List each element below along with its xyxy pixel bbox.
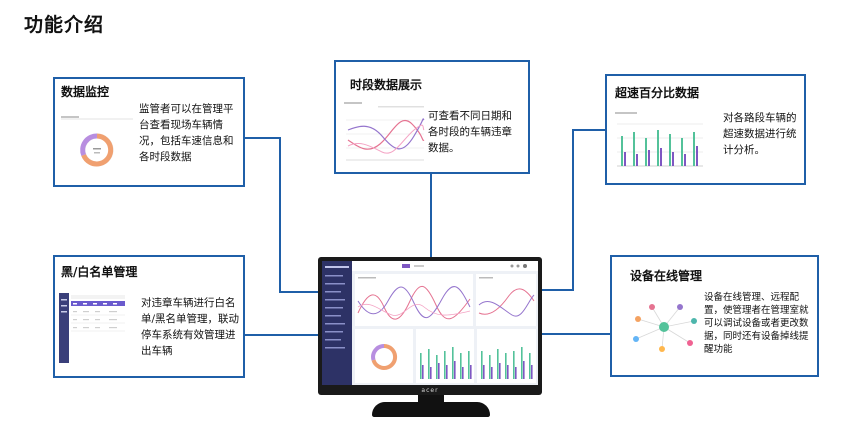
connector-right-top-h2 (541, 289, 574, 291)
page-title: 功能介绍 (24, 14, 105, 36)
connector-left-top-h2 (279, 291, 319, 293)
connector-left-top-v (279, 137, 281, 293)
thumb-bar-chart (613, 108, 705, 176)
monitor-brand-logo: acer (421, 387, 439, 394)
card-blackwhite-list: 黑/白名单管理 对违章车辆进行白名单/黑名单管理，联动停车系统有效管理进出车辆 (53, 255, 245, 378)
connector-right-top-v (572, 129, 574, 291)
card-description: 监管者可以在管理平台查看现场车辆情况，包括车速信息和各时段数据 (139, 103, 234, 163)
connector-right-bottom (541, 333, 611, 335)
thumb-device-network (622, 299, 706, 357)
card-title: 超速百分比数据 (615, 86, 700, 100)
connector-top-stem (430, 172, 432, 258)
thumb-list-table (59, 293, 127, 363)
connector-left-bottom (244, 334, 320, 336)
connector-right-top-h1 (572, 129, 606, 131)
monitor-stand (372, 402, 490, 417)
card-time-period: 时段数据展示 可查看不同日期和各时段的车辆违章数据。 (334, 60, 530, 174)
monitor-display: acer (318, 257, 542, 395)
card-title: 时段数据展示 (350, 78, 423, 92)
card-description: 可查看不同日期和各时段的车辆违章数据。 (428, 110, 512, 154)
dashboard-screen (322, 261, 538, 385)
card-title: 设备在线管理 (630, 269, 703, 283)
monitor-neck (418, 395, 444, 404)
thumb-donut-dashboard (59, 111, 135, 179)
card-description: 设备在线管理、远程配置，使管理者在管理室就可以调试设备或者更改数据，同时还有设备… (704, 292, 809, 355)
card-description: 对违章车辆进行白名单/黑名单管理，联动停车系统有效管理进出车辆 (141, 297, 240, 357)
card-description: 对各路段车辆的超速数据进行统计分析。 (723, 112, 797, 156)
thumb-line-chart (342, 100, 426, 166)
card-device-online: 设备在线管理 设备在线管理、远程配置，使管理者在管理室就可以调试设备或者更改数据… (610, 255, 819, 377)
card-title: 黑/白名单管理 (61, 265, 138, 279)
card-title: 数据监控 (61, 85, 110, 99)
connector-left-top-h1 (244, 137, 280, 139)
card-data-monitor: 数据监控 监管者可以在管理平台查看现场车辆情况，包括车速信息和各时段数据 (53, 77, 245, 187)
card-speeding-percent: 超速百分比数据 对各路段车辆的超速数据进行统计分析。 (605, 74, 806, 185)
